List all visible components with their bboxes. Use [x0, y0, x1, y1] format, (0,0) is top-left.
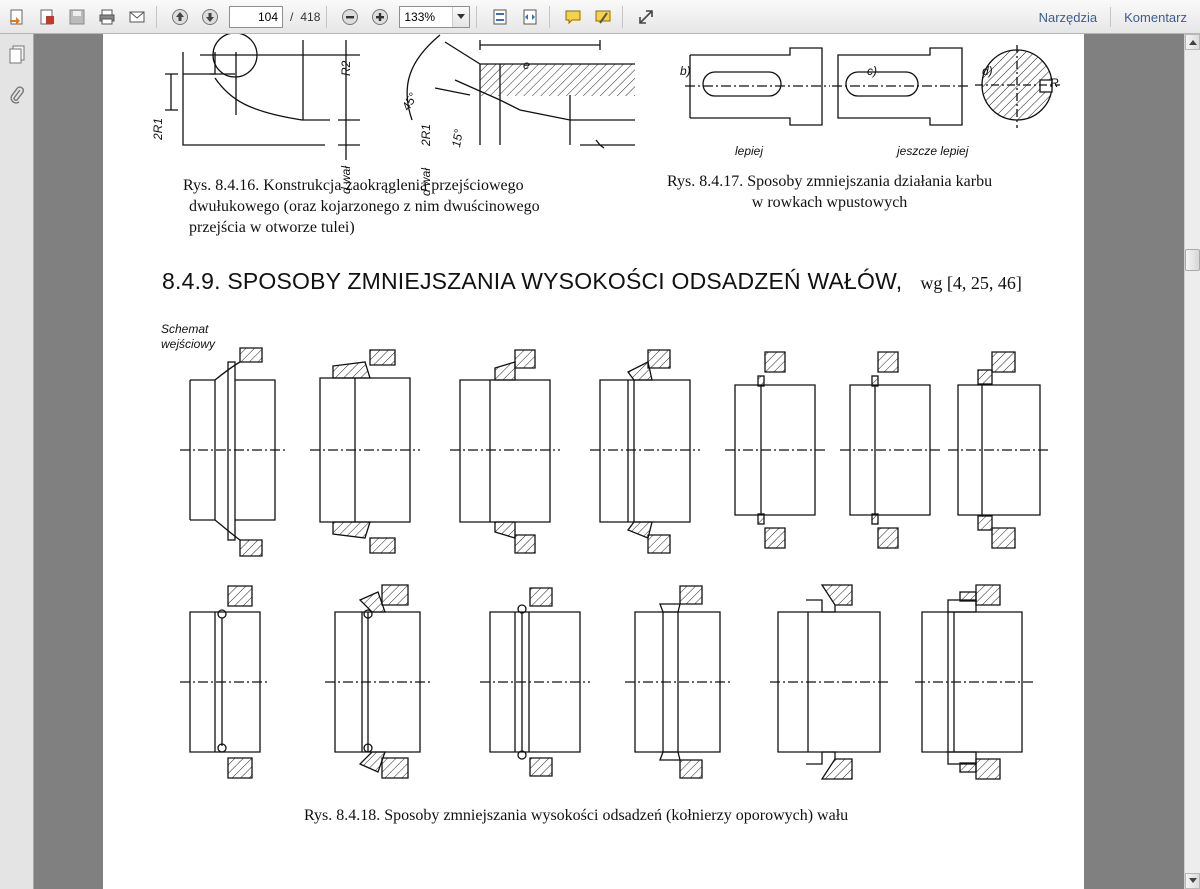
separator — [326, 5, 328, 28]
fit-page-icon — [493, 9, 507, 24]
pages-panel-button[interactable] — [7, 44, 27, 66]
zoom-in-button[interactable] — [367, 4, 393, 30]
caption-line: dwułukowego (oraz kojarzonego z nim dwuś… — [189, 198, 540, 215]
scroll-thumb[interactable] — [1185, 249, 1200, 271]
save-button[interactable] — [64, 4, 90, 30]
label-e: e — [523, 58, 530, 72]
arrow-up-icon — [172, 8, 188, 25]
arrow-down-icon — [1188, 878, 1197, 883]
arrow-up-icon — [1188, 40, 1197, 45]
highlighter-icon — [595, 10, 611, 24]
label-jeszcze-lepiej: jeszcze lepiej — [897, 144, 969, 158]
attachments-panel-button[interactable] — [7, 84, 27, 106]
chevron-down-icon[interactable] — [452, 6, 470, 27]
tools-menu[interactable]: Narzędzia — [1038, 9, 1098, 25]
fit-page-button[interactable] — [487, 4, 513, 30]
schemat-label: Schemat wejściowy — [161, 322, 215, 352]
previous-page-button[interactable] — [167, 4, 193, 30]
separator — [156, 5, 157, 28]
page-total: 418 — [300, 9, 321, 24]
section-heading: 8.4.9. SPOSOBY ZMNIEJSZANIA WYSOKOŚCI OD… — [162, 268, 1022, 295]
label-d: d) — [982, 64, 993, 78]
print-button[interactable] — [94, 4, 120, 30]
pages-icon — [9, 45, 25, 64]
caption-fig-8-4-18: Rys. 8.4.18. Sposoby zmniejszania wysoko… — [304, 807, 849, 824]
label-2r1-left: 2R1 — [151, 117, 165, 140]
fit-width-button[interactable] — [517, 4, 543, 30]
menu-right: Narzędzia Komentarz — [1026, 0, 1200, 34]
pdf-tools-button[interactable] — [34, 4, 60, 30]
expand-icon — [639, 9, 654, 24]
next-page-button[interactable] — [197, 4, 223, 30]
fullscreen-button[interactable] — [633, 4, 659, 30]
zoom-select[interactable]: 133% — [399, 5, 471, 28]
printer-icon — [99, 9, 115, 24]
separator — [1110, 7, 1112, 27]
heading-reference: wg [4, 25, 46] — [920, 273, 1022, 293]
comment-menu[interactable]: Komentarz — [1124, 9, 1187, 25]
page-separator: / — [290, 9, 294, 24]
caption-line: przejścia w otworze tulei) — [189, 219, 355, 236]
vertical-scrollbar[interactable] — [1184, 34, 1200, 889]
caption-fig-8-4-16: Rys. 8.4.16. Konstrukcja zaokrąglenia pr… — [183, 175, 540, 238]
schemat-line: wejściowy — [161, 337, 216, 351]
create-pdf-button[interactable] — [4, 4, 30, 30]
plus-circle-icon — [372, 8, 389, 25]
speech-bubble-icon — [565, 10, 581, 24]
label-r2: R2 — [339, 60, 353, 76]
fit-width-icon — [523, 9, 537, 24]
envelope-icon — [129, 11, 145, 22]
label-c: c) — [867, 64, 877, 78]
document-arrow-icon — [10, 9, 23, 25]
heading-text: 8.4.9. SPOSOBY ZMNIEJSZANIA WYSOKOŚCI OD… — [162, 268, 903, 294]
page-number-input[interactable] — [229, 5, 283, 28]
arrow-down-icon — [202, 8, 218, 25]
caption-line: w rowkach wpustowych — [751, 194, 908, 211]
caption-fig-8-4-17: Rys. 8.4.17. Sposoby zmniejszania działa… — [667, 171, 992, 213]
zoom-value: 133% — [404, 9, 436, 24]
technical-drawings — [165, 34, 1060, 780]
toolbar: / 418 133% Narzędzia Komentarz — [0, 0, 1200, 34]
add-comment-button[interactable] — [560, 4, 586, 30]
separator — [622, 5, 624, 28]
label-2r1-right: 2R1 — [419, 123, 433, 146]
scroll-up-button[interactable] — [1185, 34, 1200, 50]
navigation-pane — [0, 34, 34, 889]
floppy-icon — [69, 9, 85, 24]
schemat-line: Schemat — [161, 322, 209, 336]
email-button[interactable] — [124, 4, 150, 30]
zoom-out-button[interactable] — [337, 4, 363, 30]
separator — [476, 5, 478, 28]
pdf-page: R2 2R1 d wał 2R1 d wał 45° 15° e b) c) d… — [103, 34, 1084, 889]
label-r: R — [1050, 76, 1059, 90]
highlight-button[interactable] — [590, 4, 616, 30]
caption-line: Rys. 8.4.16. Konstrukcja zaokrąglenia pr… — [183, 177, 524, 194]
scroll-down-button[interactable] — [1185, 873, 1200, 889]
pdf-icon — [40, 9, 54, 24]
paperclip-icon — [10, 86, 24, 104]
label-b: b) — [680, 64, 691, 78]
minus-circle-icon — [342, 8, 359, 25]
caption-line: Rys. 8.4.17. Sposoby zmniejszania działa… — [667, 173, 993, 190]
label-lepiej: lepiej — [735, 144, 764, 158]
separator — [549, 5, 551, 28]
